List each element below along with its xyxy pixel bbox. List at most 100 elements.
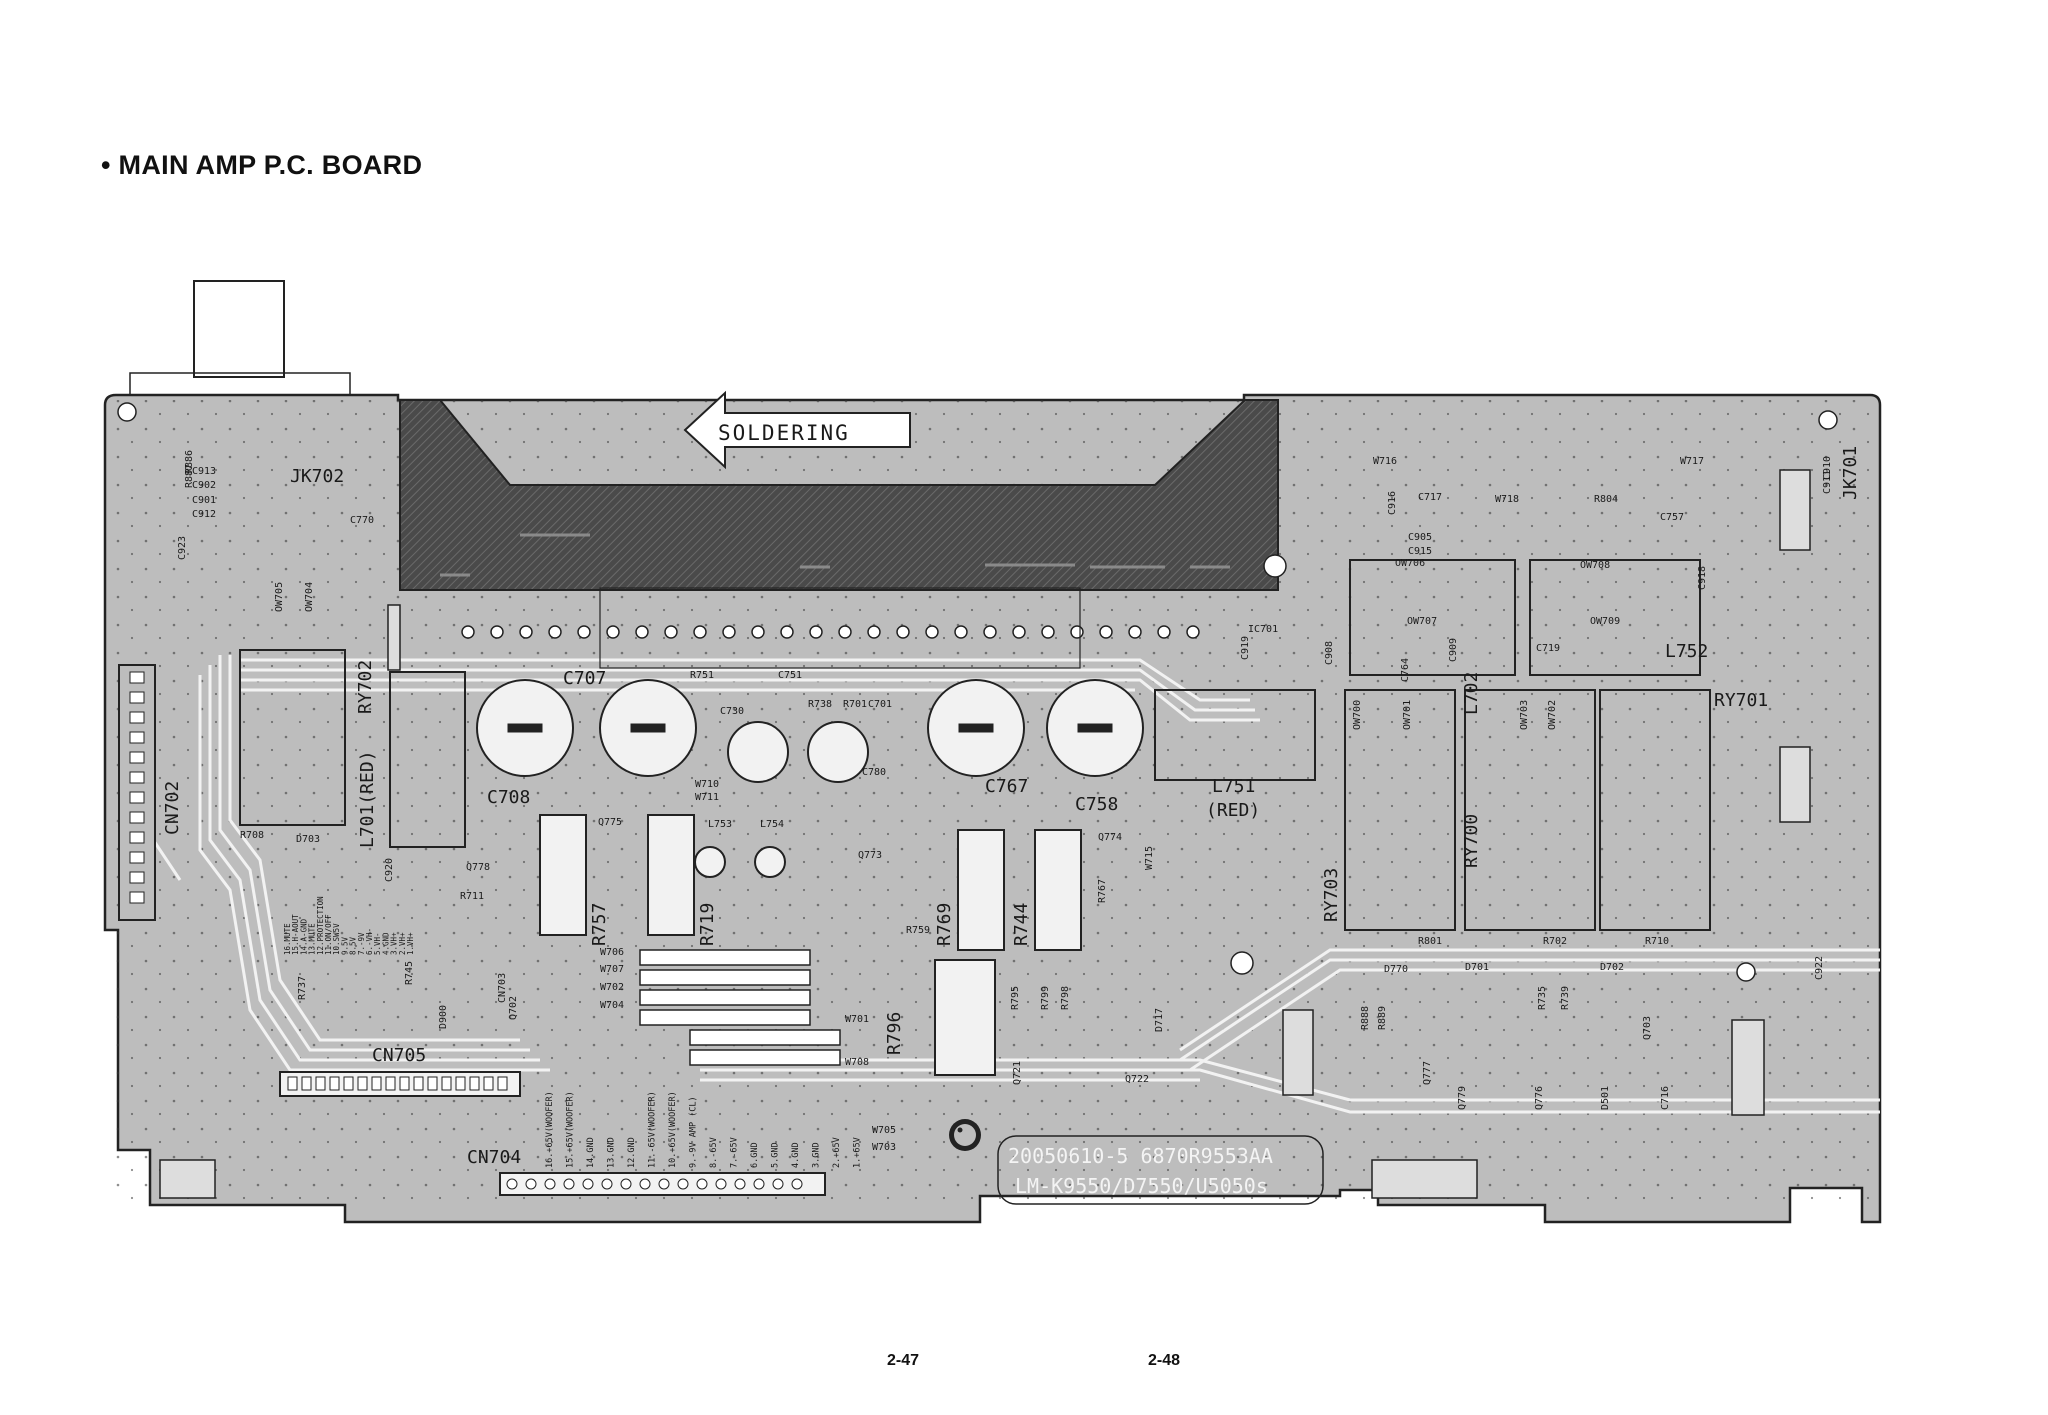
cn704-pin-label: 12.GND xyxy=(627,1137,637,1168)
designator-c701: C701 xyxy=(868,699,892,710)
designator-r889: R889 xyxy=(1377,1006,1388,1030)
cn704-pin-label: 11.-65V(WOOFER) xyxy=(648,1091,658,1168)
designator-c920: C920 xyxy=(384,858,395,882)
cn705-pin-label: 11.ON/OFF xyxy=(324,914,333,955)
designator-d703: D703 xyxy=(296,834,320,845)
designator-d501: D501 xyxy=(1600,1086,1611,1110)
designator-r708: R708 xyxy=(240,830,264,841)
designator-ow706: OW706 xyxy=(1395,558,1425,569)
designator-c913: C913 xyxy=(192,466,216,477)
r744-label: R744 xyxy=(1011,903,1032,946)
designator-l753: L753 xyxy=(708,819,732,830)
page-number-right: 2-48 xyxy=(1148,1352,1181,1369)
cn705-pin-label: 12.PROTECTION xyxy=(316,896,325,955)
cn704-pin-label: 15.+65V(WOOFER) xyxy=(566,1091,576,1168)
designator-r795: R795 xyxy=(1010,986,1021,1010)
relay-blocks xyxy=(239,559,1711,931)
l751-label: L751 xyxy=(1212,776,1255,797)
ic701-label: IC701 xyxy=(1248,624,1278,635)
jumper-wire-bundle xyxy=(639,949,841,1066)
designator-r735: R735 xyxy=(1537,986,1548,1010)
designator-r887: R887 xyxy=(184,464,195,488)
designator-w710: W710 xyxy=(695,779,719,790)
designator-c730: C730 xyxy=(720,706,744,717)
cn702-label: CN702 xyxy=(162,781,183,835)
power-resistors xyxy=(539,814,1082,1076)
cn705-pin-label: 13.MUTE xyxy=(308,923,317,955)
designator-r759: R759 xyxy=(906,925,930,936)
cn705-pin-label: 5.VH- xyxy=(373,932,382,955)
designator-c923: C923 xyxy=(177,536,188,560)
designator-q779: Q779 xyxy=(1457,1086,1468,1110)
cn704-pin-label: 1.+65V xyxy=(853,1137,863,1168)
designator-c901: C901 xyxy=(192,495,216,506)
cn704-pin-label: 8.-65V xyxy=(709,1137,719,1168)
version-line2: LM-K9550/D7550/U5050s xyxy=(1015,1174,1268,1198)
designator-w703: W703 xyxy=(872,1142,896,1153)
cn705-pin-label: 7.-9V xyxy=(357,932,366,955)
cn705-pin-label: 8.5V xyxy=(349,936,358,955)
c707-label: C707 xyxy=(563,668,606,689)
ry703-label: RY703 xyxy=(1321,868,1342,922)
designator-w707: W707 xyxy=(600,964,624,975)
designator-w715: W715 xyxy=(1144,846,1155,870)
designator-w705: W705 xyxy=(872,1125,896,1136)
ry702-label: RY702 xyxy=(355,660,376,714)
designator-w706: W706 xyxy=(600,947,624,958)
designator-r799: R799 xyxy=(1040,986,1051,1010)
designator-r767: R767 xyxy=(1097,879,1108,903)
jk702-housing xyxy=(193,280,285,378)
designator-r745: R745 xyxy=(404,961,415,985)
designator-r711: R711 xyxy=(460,891,484,902)
cn705-pin-label: 14.A-GND xyxy=(299,918,308,955)
designator-ow705: OW705 xyxy=(274,582,285,612)
ry701-label: RY701 xyxy=(1714,690,1768,711)
designator-q775: Q775 xyxy=(598,817,622,828)
designator-ow701: OW701 xyxy=(1402,700,1413,730)
designator-q778: Q778 xyxy=(466,862,490,873)
designator-l754: L754 xyxy=(760,819,784,830)
designator-c909: C909 xyxy=(1448,638,1459,662)
designator-ow709: OW709 xyxy=(1590,616,1620,627)
designator-c717: C717 xyxy=(1418,492,1442,503)
designator-q777: Q777 xyxy=(1422,1061,1433,1085)
designator-d717: D717 xyxy=(1154,1008,1165,1032)
designator-w704: W704 xyxy=(600,1000,624,1011)
soldering-label: SOLDERING xyxy=(718,421,850,445)
designator-c922: C922 xyxy=(1814,956,1825,980)
jk702-label: JK702 xyxy=(290,466,344,487)
designator-c911: C911 xyxy=(1822,470,1833,494)
designator-q722: Q722 xyxy=(1125,1074,1149,1085)
designator-c902: C902 xyxy=(192,480,216,491)
designator-ow703: OW703 xyxy=(1519,700,1530,730)
designator-q776: Q776 xyxy=(1534,1086,1545,1110)
designator-c770: C770 xyxy=(350,515,374,526)
designator-ow708: OW708 xyxy=(1580,560,1610,571)
cn705-connector xyxy=(279,1071,521,1097)
designator-w701: W701 xyxy=(845,1014,869,1025)
designator-c912: C912 xyxy=(192,509,216,520)
heatsink-pad-row xyxy=(461,625,1200,639)
designator-d900: D900 xyxy=(438,1005,449,1029)
designator-c905: C905 xyxy=(1408,532,1432,543)
designator-c719: C719 xyxy=(1536,643,1560,654)
ry700-label: RY700 xyxy=(1461,814,1482,868)
l751-sub-label: (RED) xyxy=(1206,800,1260,821)
designator-q773: Q773 xyxy=(858,850,882,861)
designator-cn703: CN703 xyxy=(497,973,508,1003)
mounting-holes xyxy=(117,402,1838,982)
designator-w711: W711 xyxy=(695,792,719,803)
page-title: • MAIN AMP P.C. BOARD xyxy=(101,150,423,180)
cn705-pin-label: 4.GND xyxy=(381,932,390,955)
cn704-pin-label: 4.GND xyxy=(791,1142,801,1168)
cn705-label: CN705 xyxy=(372,1045,426,1066)
cn705-pin-label: 1.VH+ xyxy=(406,932,415,955)
cn704-pin-label: 14.GND xyxy=(586,1137,596,1168)
designator-r801: R801 xyxy=(1418,936,1442,947)
designator-c757: C757 xyxy=(1660,512,1684,523)
designator-r886: R886 xyxy=(184,450,195,474)
c767-label: C767 xyxy=(985,776,1028,797)
